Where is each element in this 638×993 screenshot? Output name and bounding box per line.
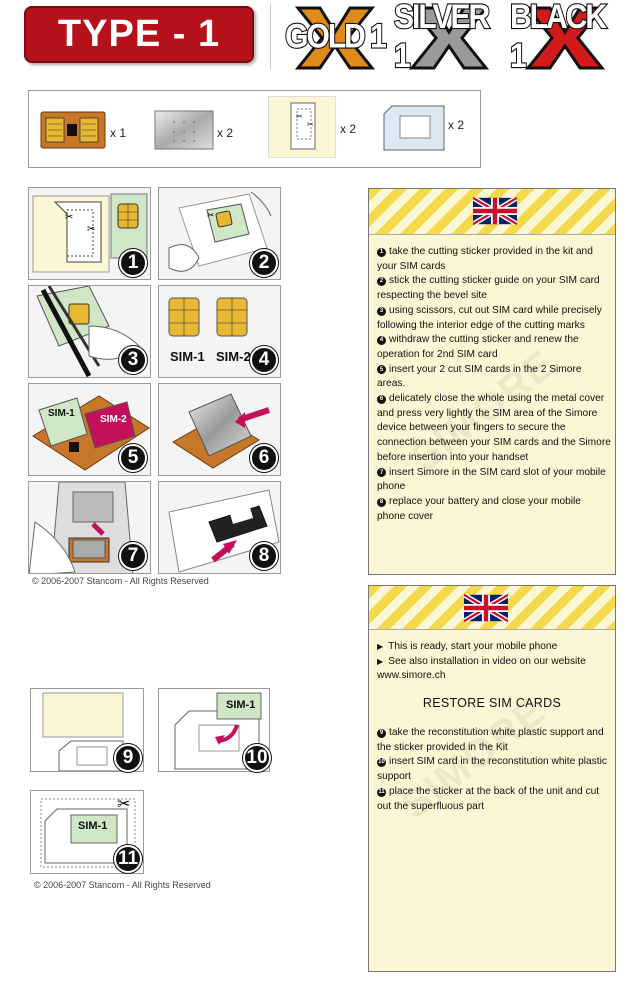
step-number-1: 1 <box>119 249 147 277</box>
copyright-top: © 2006-2007 Stancom - All Rights Reserve… <box>32 576 209 586</box>
step-11-tile: ✂ <box>30 790 144 874</box>
step-number-4: 4 <box>250 346 278 374</box>
circuit-board-icon <box>40 110 106 155</box>
uk-flag-icon <box>462 592 510 624</box>
brand-black-logo: BLACK 1 <box>509 0 608 76</box>
step-number-2: 2 <box>250 249 278 277</box>
step-number-9: 9 <box>114 744 142 772</box>
step-number-11: 11 <box>114 845 142 873</box>
restore-title: RESTORE SIM CARDS <box>422 696 562 710</box>
svg-text:✂: ✂ <box>87 224 95 235</box>
header-divider <box>270 4 271 70</box>
brand-gold-logo: GOLD 1 <box>280 2 390 72</box>
step-5-sim1-label: SIM-1 <box>48 408 75 419</box>
copyright-bottom: © 2006-2007 Stancom - All Rights Reserve… <box>34 880 211 890</box>
step-1-tile: ✂ ✂ <box>28 187 151 280</box>
ready-notes: ▶This is ready, start your mobile phone … <box>377 640 611 684</box>
step-number-10: 10 <box>243 744 271 772</box>
cutting-sticker-icon: ✂ ✂ <box>268 96 336 158</box>
kit-qty-board: x 1 <box>110 126 127 140</box>
step-4-sim2-label: SIM-2 <box>216 349 251 364</box>
step-10-sim1-label: SIM-1 <box>226 699 256 711</box>
ready-note-1: ▶This is ready, start your mobile phone <box>377 641 558 652</box>
svg-text:✂: ✂ <box>207 210 215 220</box>
svg-text:✂: ✂ <box>65 212 73 223</box>
kit-qty-sticker: x 2 <box>340 122 357 136</box>
restore-panel: SIMORE ▶This is ready, start your mobile… <box>368 585 616 972</box>
step-11-sim1-label: SIM-1 <box>78 820 108 832</box>
white-sim-support-icon <box>382 104 446 157</box>
step-number-3: 3 <box>119 346 147 374</box>
svg-text:✂: ✂ <box>296 112 303 121</box>
step-number-7: 7 <box>119 542 147 570</box>
svg-text:✂: ✂ <box>117 796 130 813</box>
kit-qty-cover: x 2 <box>217 126 234 140</box>
brand-silver-logo: SILVER 1 <box>393 0 491 76</box>
svg-text:✂: ✂ <box>307 120 314 129</box>
step-5-tile <box>28 383 151 476</box>
triangle-bullet-icon: ▶ <box>377 656 384 666</box>
type-badge: TYPE - 1 <box>24 6 254 63</box>
step-number-5: 5 <box>119 444 147 472</box>
step-7-tile <box>28 481 151 574</box>
kit-qty-support: x 2 <box>448 118 465 132</box>
step-8-tile <box>158 481 281 574</box>
step-4-sim1-label: SIM-1 <box>170 349 205 364</box>
step-number-6: 6 <box>250 444 278 472</box>
step-number-8: 8 <box>250 542 278 570</box>
step-5-sim2-label: SIM-2 <box>100 414 127 425</box>
ready-note-2: ▶See also installation in video on our w… <box>377 655 586 682</box>
uk-flag-icon <box>471 195 519 227</box>
metal-cover-icon <box>154 110 214 155</box>
triangle-bullet-icon: ▶ <box>377 642 384 651</box>
